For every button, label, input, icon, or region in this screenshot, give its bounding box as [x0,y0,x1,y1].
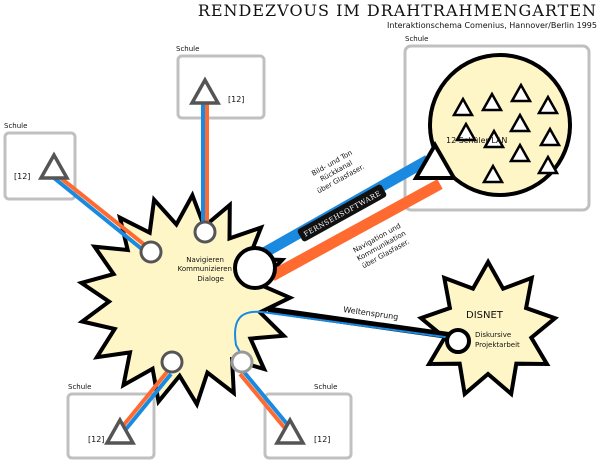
lan-student-triangle-icon [508,112,532,133]
lan-school-box [403,44,591,212]
school-label: Schule [405,35,428,43]
lan-student-triangle-icon [509,82,533,103]
school-box-bottom-left [66,392,156,460]
center-label-line: Dialoge [197,275,224,283]
diagram-title: RENDEZVOUS IM DRAHTRAHMENGARTEN [198,1,597,20]
lan-student-triangle-icon [454,121,478,142]
school-label: Schule [4,122,27,130]
lan-circle [428,53,572,197]
school-triangle-icon [189,76,221,105]
school-count: [12] [314,435,330,444]
jump-link [267,306,453,340]
school-box-bottom-right [263,392,353,460]
disnet-label-line: Projektarbeit [475,341,520,349]
disnet-star [416,257,560,398]
school-count: [12] [14,172,30,181]
lan-student-triangle-icon [480,91,504,112]
school-box-top [176,54,266,120]
central-hub-node [233,246,277,290]
lan-student-triangle-icon [451,96,475,117]
jump-link-blue [234,310,453,355]
school-triangle-icon [104,416,136,445]
school-node [230,350,254,374]
school-node [160,350,184,374]
disnet-label-line: Diskursive [475,331,511,339]
disnet-node [445,328,471,354]
lan-label: 12 Schüler LAN [446,136,507,145]
center-label-line: Kommunizieren [178,265,232,273]
lan-gateway-triangle-icon [412,140,458,180]
lan-student-triangle-icon [481,163,505,184]
school-node [193,220,217,244]
disnet-title: DISNET [466,310,504,321]
center-label-line: Navigieren [186,256,224,264]
school-count: [12] [228,95,244,104]
school-triangle-icon [274,416,306,445]
school-node [139,240,163,264]
lan-student-triangle-icon [536,154,560,175]
school-triangle-icon [38,151,70,180]
lan-student-triangle-icon [482,128,506,149]
school-box-left [3,131,77,201]
lan-student-triangle-icon [536,94,560,115]
school-label: Schule [176,45,199,53]
lan-student-triangle-icon [538,126,562,147]
lan-student-triangle-icon [508,142,532,163]
diagram-subtitle: Interaktionschema Comenius, Hannover/Ber… [387,21,597,30]
orange-navigation-channel [269,179,443,281]
school-label: Schule [314,383,337,391]
school-count: [12] [88,435,104,444]
school-label: Schule [68,383,91,391]
software-label: FERNSEHSOFTWARE [302,189,382,238]
